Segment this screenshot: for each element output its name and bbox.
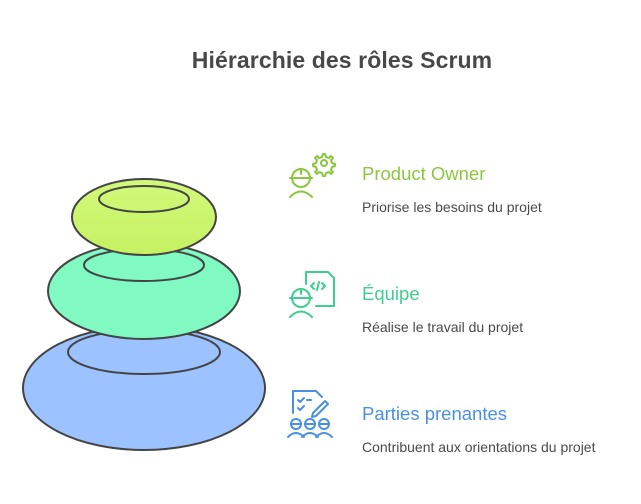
role-description: Priorise les besoins du projet xyxy=(362,199,542,215)
worker-gear-icon xyxy=(289,153,336,198)
role-description: Réalise le travail du projet xyxy=(362,319,524,335)
group-checklist-pen-icon xyxy=(287,390,333,438)
role-title: Product Owner xyxy=(362,163,486,184)
role-title: Équipe xyxy=(362,283,420,304)
torus-team xyxy=(47,242,241,340)
torus-stakeholders xyxy=(22,325,266,451)
diagram-title: Hiérarchie des rôles Scrum xyxy=(191,47,493,73)
torus-product-owner xyxy=(71,178,217,256)
role-description: Contribuent aux orientations du projet xyxy=(362,439,596,455)
role-title: Parties prenantes xyxy=(362,403,508,424)
worker-code-document-icon xyxy=(289,271,335,318)
